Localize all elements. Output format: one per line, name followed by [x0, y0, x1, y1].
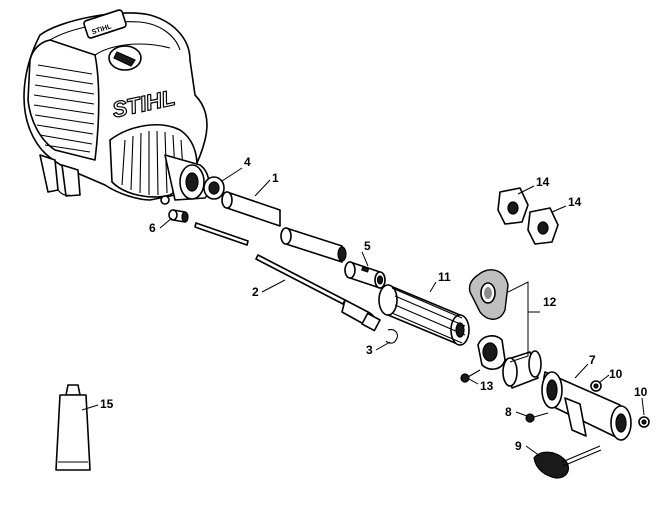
part-8-screw: [525, 412, 549, 423]
callout-7: 7: [589, 353, 596, 367]
callout-15: 15: [100, 397, 114, 411]
part-12-handle-assembly: [468, 269, 542, 389]
callout-5: 5: [364, 239, 371, 253]
part-9-wing-screw: [533, 445, 602, 479]
callout-3: 3: [366, 343, 373, 357]
callout-14-upper: 14: [536, 175, 550, 189]
callout-numbers: 1 2 3 4 5 6 7 8 9 10 10 11 12 13 14 14 1…: [100, 155, 648, 453]
callout-8: 8: [505, 405, 512, 419]
part-6-sleeve: [168, 209, 189, 223]
part-7-gear-housing: [541, 371, 632, 441]
callout-12: 12: [543, 295, 557, 309]
callout-14-lower: 14: [568, 195, 582, 209]
callout-1: 1: [272, 171, 279, 185]
part-13-screw: [460, 369, 481, 383]
part-15-grease-tube: [55, 384, 91, 471]
engine-powerhead: STIHL STIHL: [23, 9, 210, 205]
part-10-nuts: [590, 380, 650, 428]
callout-13: 13: [480, 379, 494, 393]
leader-lines: [81, 167, 645, 457]
callout-4: 4: [244, 155, 251, 169]
part-2-drive-shaft: [194, 222, 381, 332]
part-14-clips: [497, 187, 559, 245]
part-11-splined-shaft: [378, 284, 470, 346]
callout-6: 6: [149, 221, 156, 235]
part-3-circlip: [385, 329, 398, 344]
callout-9: 9: [515, 439, 522, 453]
callout-10-lower: 10: [634, 385, 648, 399]
part-1-tube: [221, 191, 347, 263]
callout-10-upper: 10: [609, 367, 623, 381]
callout-2: 2: [252, 285, 259, 299]
part-5-bearing-sleeve: [344, 261, 386, 289]
part-4-bushing: [203, 176, 225, 200]
callout-11: 11: [438, 270, 451, 284]
